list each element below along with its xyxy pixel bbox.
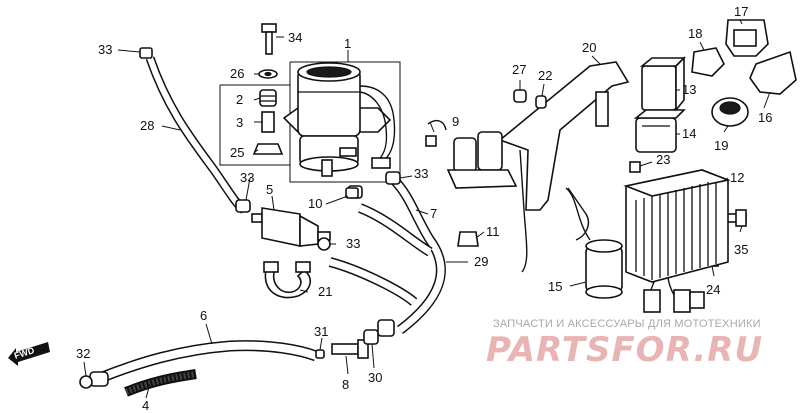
fitting-31-8-30 (79, 329, 379, 389)
callout-28: 28 (140, 118, 154, 133)
callout-29: 29 (474, 254, 488, 269)
callout-30: 30 (368, 370, 382, 385)
callout-16: 16 (758, 110, 772, 125)
watermark-caption: ЗАПЧАСТИ И АКСЕССУАРЫ ДЛЯ МОТОТЕХНИКИ (493, 318, 761, 330)
callout-1: 1 (344, 36, 351, 51)
callout-13: 13 (682, 82, 696, 97)
clamp-21 (263, 261, 311, 299)
condenser-15 (565, 187, 623, 299)
leader-lines (83, 19, 771, 399)
callout-9: 9 (452, 114, 459, 129)
callout-34: 34 (288, 30, 302, 45)
watermark-logo: PARTSFOR.RU (486, 330, 764, 370)
callout-7: 7 (430, 206, 437, 221)
callout-18: 18 (688, 26, 702, 41)
callout-21: 21 (318, 284, 332, 299)
callout-3: 3 (236, 115, 243, 130)
callout-6: 6 (200, 308, 207, 323)
callout-20: 20 (582, 40, 596, 55)
callout-17: 17 (734, 4, 748, 19)
callout-32: 32 (76, 346, 90, 361)
callout-33a: 33 (98, 42, 112, 57)
bracket-20 (498, 61, 630, 273)
fuel-filter-5 (251, 207, 331, 251)
callout-14: 14 (682, 126, 696, 141)
callout-26: 26 (230, 66, 244, 81)
callout-25: 25 (230, 145, 244, 160)
callout-24: 24 (706, 282, 720, 297)
callout-31: 31 (314, 324, 328, 339)
callout-22: 22 (538, 68, 552, 83)
callout-11: 11 (486, 224, 500, 239)
callout-33b: 33 (240, 170, 254, 185)
relay-9 (425, 119, 518, 189)
drain-tube-4 (124, 369, 197, 397)
callout-10: 10 (308, 196, 322, 211)
callout-15: 15 (548, 279, 562, 294)
fuel-pump-assembly (219, 23, 401, 183)
callout-12: 12 (730, 170, 744, 185)
callout-4: 4 (142, 398, 149, 413)
callout-numbers: 1 2 3 4 5 6 7 8 9 10 11 12 13 14 15 16 1… (76, 4, 772, 413)
relay-13 (639, 56, 686, 113)
callout-2: 2 (236, 92, 243, 107)
callout-8: 8 (342, 377, 349, 392)
callout-33d: 33 (346, 236, 360, 251)
regulator-rectifier-12 (623, 169, 731, 313)
callout-33c: 33 (414, 166, 428, 181)
callout-23: 23 (656, 152, 670, 167)
callout-19: 19 (714, 138, 728, 153)
relay-set-16-19 (691, 19, 797, 127)
callout-5: 5 (266, 182, 273, 197)
relay-14 (633, 109, 686, 153)
callout-27: 27 (512, 62, 526, 77)
callout-35: 35 (734, 242, 748, 257)
fwd-arrow-icon (8, 342, 50, 366)
hose-6 (89, 340, 318, 387)
fuel-hose-28 (139, 47, 251, 214)
